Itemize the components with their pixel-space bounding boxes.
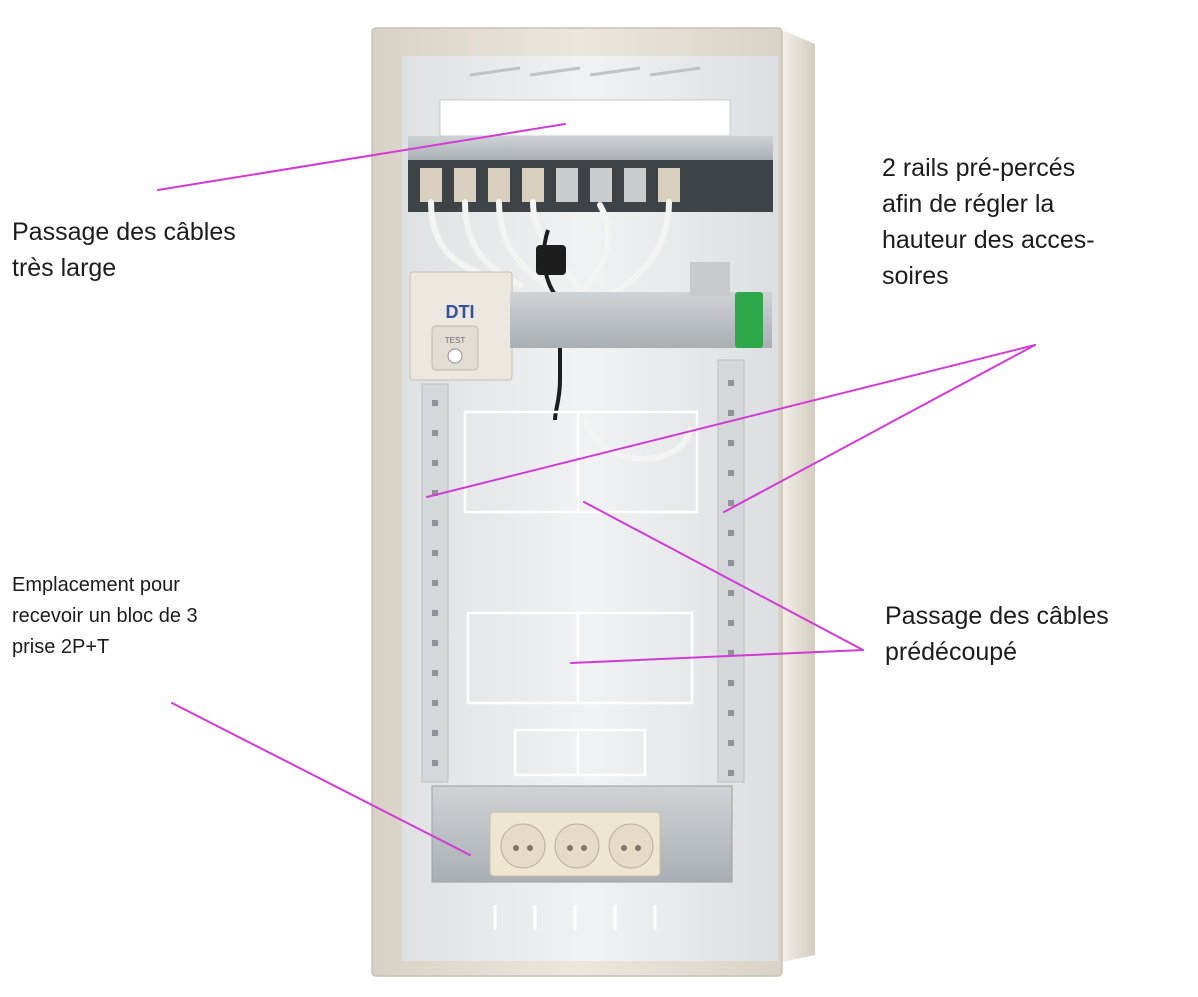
annotation-line: recevoir un bloc de 3 [12,605,198,627]
leader-line-socket [171,702,471,856]
rj45-port-icon [420,168,680,202]
dti-label: DTI [446,302,475,322]
leader-line-rails-right [723,344,1036,513]
cabinet-illustration: DTI TEST [371,27,815,977]
annotation-line: très large [12,254,117,282]
leader-line-precut-top [583,501,864,651]
top-cable-opening [439,99,731,137]
annotation-line: prédécoupé [885,638,1018,666]
annotation-cable-passage-wide: Passage des câbles très large [12,214,236,286]
rail-bracket [690,262,730,296]
annotation-pre-drilled-rails: 2 rails pré-percés afin de régler la hau… [882,150,1095,294]
dti-test-button-area [431,325,479,371]
annotation-socket-location: Emplacement pour recevoir un bloc de 3 p… [12,570,198,663]
terminal-block-icon [735,292,763,348]
annotation-line: prise 2P+T [12,636,110,658]
annotation-line: soires [882,262,949,290]
leader-lines [157,123,1036,856]
annotation-line: Emplacement pour [12,574,180,596]
top-vent [469,66,701,77]
annotation-line: 2 rails pré-percés [882,154,1076,182]
annotation-cable-passage-precut: Passage des câbles prédécoupé [885,598,1109,670]
socket-icon [500,823,654,869]
power-adapter [536,245,566,275]
bottom-vent [493,905,657,930]
left-rail-holes [432,400,438,766]
leader-line-top-left [157,123,566,191]
mounting-rail [510,292,772,348]
right-rail-holes [728,380,734,776]
annotation-line: Passage des câbles [885,602,1109,630]
dti-test-button [447,348,463,364]
dti-sub-label: TEST [445,336,466,345]
leader-line-rails-left [426,344,1036,498]
leader-line-precut-middle [570,649,864,664]
annotation-line: Passage des câbles [12,218,236,246]
annotation-line: hauteur des acces- [882,226,1095,254]
cabinet-side-panel [782,30,815,962]
annotation-line: afin de régler la [882,190,1055,218]
